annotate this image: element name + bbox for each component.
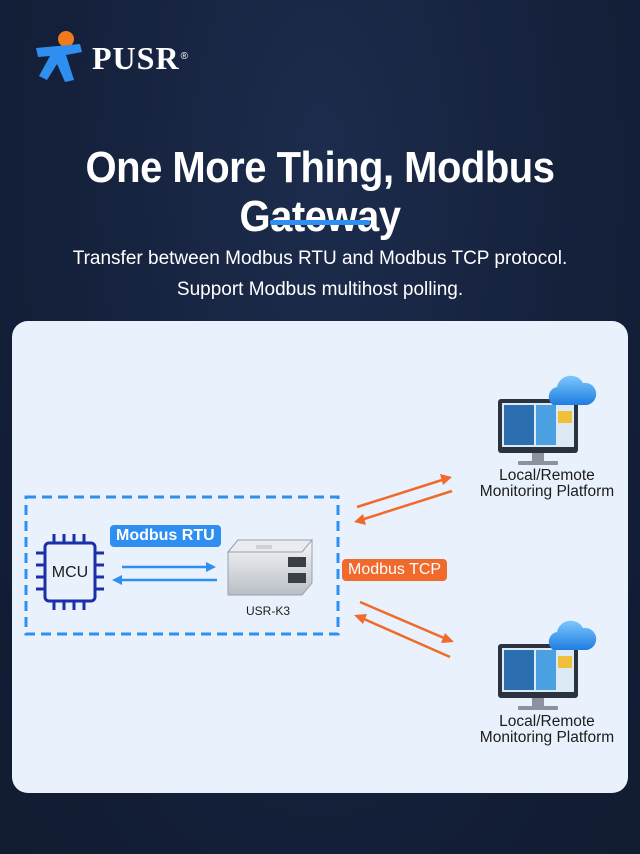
platform-top-line1: Local/Remote (499, 467, 595, 484)
platform-top-line2: Monitoring Platform (479, 483, 615, 500)
cloud-bottom-icon (548, 620, 597, 650)
cloud-top-icon (548, 375, 597, 405)
platform-bottom-label: Local/Remote Monitoring Platform (452, 714, 640, 746)
mcu-chip-icon (36, 534, 104, 610)
device-label: USR-K3 (245, 604, 290, 618)
rtu-arrow-right (122, 562, 216, 572)
registered-mark: ® (180, 50, 188, 62)
tcp-arrow-up-return (354, 489, 453, 525)
platform-bottom-line2: Monitoring Platform (479, 729, 615, 746)
tcp-arrow-down (359, 600, 454, 643)
usr-k3-device-icon (226, 539, 314, 596)
tcp-arrow-down-return (354, 614, 451, 659)
title-underline (270, 220, 370, 225)
platform-top-label: Local/Remote Monitoring Platform (452, 468, 640, 500)
monitor-top-icon (498, 399, 578, 465)
brand-name: PUSR (92, 39, 180, 76)
tcp-arrow-up (356, 474, 452, 509)
platform-bottom-line1: Local/Remote (499, 713, 595, 730)
diagram-panel: MCU Modbus RTU USR-K3 Modbus TCP Local/R… (12, 321, 628, 793)
network-diagram (24, 375, 597, 710)
subtitle-line-1: Transfer between Modbus RTU and Modbus T… (72, 248, 568, 269)
modbus-tcp-badge: Modbus TCP (342, 559, 448, 581)
monitor-bottom-icon (498, 644, 578, 710)
page-title: One More Thing, Modbus Gateway (85, 144, 555, 241)
modbus-rtu-badge: Modbus RTU (110, 525, 221, 547)
subtitle-line-2: Support Modbus multihost polling. (176, 279, 464, 300)
mcu-label: MCU (51, 564, 89, 581)
rtu-arrow-left (112, 575, 217, 585)
pusr-person-icon (36, 31, 82, 82)
brand-logo: PUSR ® (30, 28, 188, 84)
